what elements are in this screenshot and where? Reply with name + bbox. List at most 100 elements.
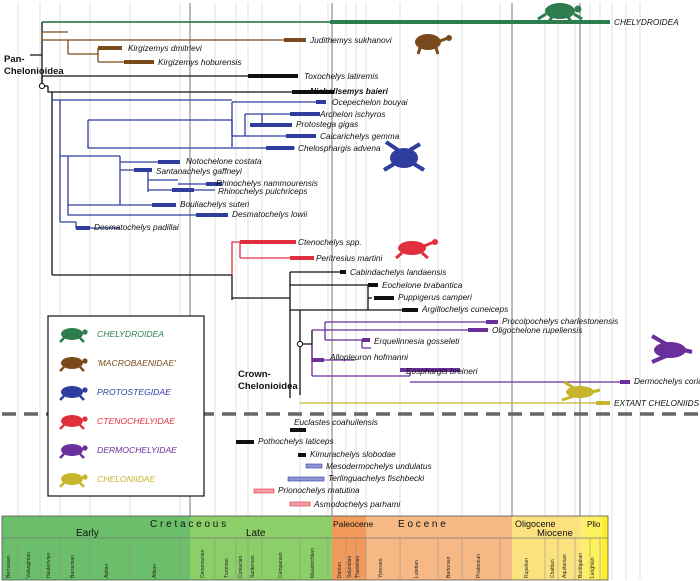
pan-chelonioidea-label-line2: Chelonioidea — [4, 66, 64, 77]
legend: CHELYDROIDEA 'MACROBAENIDAE' PROTOSTEGIDAE… — [47, 315, 205, 497]
taxon-notochelone: Notochelone costata — [186, 156, 262, 166]
taxon-judithemys: Judithemys sukhanovi — [309, 35, 393, 45]
stage-label: Langhian — [590, 557, 596, 578]
taxon-kirgizemys-hoburensis: Kirgizemys hoburensis — [158, 57, 241, 67]
stage-label: Priabonian — [476, 554, 482, 578]
taxon-asmodochelys: Asmodochelys parhami — [313, 499, 401, 509]
taxon-santanachelys: Santanachelys gaffneyi — [156, 166, 243, 176]
taxon-terlinguachelys: Terlinguachelys fischbecki — [328, 473, 425, 483]
taxon-nichollsemys: Nichollsemys baieri — [310, 86, 389, 96]
taxon-chelosphargis: Chelosphargis advena — [298, 143, 381, 153]
sea-turtle-icon — [59, 473, 88, 488]
freshwater-turtle-icon — [59, 357, 88, 372]
taxon-kirgizemys-dmitrievi: Kirgizemys dmitrievi — [128, 43, 203, 53]
taxon-puppigerus: Puppigerus camperi — [398, 292, 473, 302]
leatherback-turtle-silhouette — [651, 334, 693, 364]
legend-label: CHELONIIDAE — [97, 474, 156, 484]
legend-label: CHELYDROIDEA — [97, 329, 164, 339]
ctenochelyid-turtle-silhouette — [395, 239, 438, 260]
taxon-extant-cheloniids: EXTANT CHELONIIDS — [614, 398, 700, 408]
timescale: C r e t a c e o u s Early Late Paleocene… — [1, 515, 609, 581]
ctenochelyid-turtle-icon — [59, 415, 88, 430]
snapping-turtle-icon — [59, 328, 88, 343]
stage-label: Valanginian — [26, 552, 32, 578]
stage-label: Ypresian — [378, 558, 384, 578]
taxon-oligochelone: Oligochelone rupeliensis — [492, 325, 582, 335]
stage-label: Thanetian — [355, 556, 361, 578]
taxon-archelon: Archelon ischyros — [319, 109, 385, 119]
period-miocene: Miocene — [537, 528, 573, 539]
period-pliocene: Plio — [587, 520, 601, 529]
taxon-calcarichelys: Calcarichelys gemma — [320, 131, 400, 141]
period-paleocene: Paleocene — [333, 519, 373, 529]
stage-label: Maastrichtian — [310, 548, 316, 578]
stage-label: Bartonian — [446, 556, 452, 578]
taxon-eochelone: Eochelone brabantica — [382, 280, 463, 290]
period-cretaceous: C r e t a c e o u s — [150, 519, 226, 530]
stage-label: Berriasian — [6, 555, 12, 578]
stage-label: Selandian — [347, 556, 353, 578]
range-bars — [76, 20, 630, 507]
stage-label: Danian — [337, 562, 343, 578]
pan-chelonioidea-label-line1: Pan- — [4, 54, 25, 65]
stage-label: Hauterivian — [46, 552, 52, 578]
taxon-protostega: Protostega gigas — [296, 119, 358, 129]
stage-label: Barremian — [70, 555, 76, 578]
taxon-rhinochelys-pulchriceps: Rhinochelys pulchriceps — [218, 186, 307, 196]
period-eocene: E o c e n e — [398, 519, 446, 530]
taxon-dermochelys: Dermochelys coriacea — [634, 376, 700, 386]
period-late-cretaceous: Late — [246, 528, 266, 539]
stage-label: Rupelian — [524, 558, 530, 578]
taxon-euclastes: Euclastes coahuilensis — [294, 417, 378, 427]
period-early-cretaceous: Early — [76, 528, 99, 539]
stage-label: Cenomanian — [200, 549, 206, 578]
taxon-toxochelys: Toxochelys latiremis — [304, 71, 378, 81]
stage-label: Lutetian — [414, 560, 420, 578]
taxon-ctenochelys: Ctenochelys spp. — [298, 237, 362, 247]
taxon-erquelinnesia: Erquelinnesia gosseleti — [374, 336, 460, 346]
taxon-bouliachelys: Bouliachelys suteri — [180, 199, 250, 209]
period-oligocene: Oligocene — [515, 519, 556, 529]
silhouettes — [382, 3, 693, 402]
taxon-procolpochelys: Procolpochelys charlestonensis — [502, 316, 618, 326]
stage-label: Aptian — [104, 564, 110, 578]
crown-chelonioidea-label-line2: Chelonioidea — [238, 381, 298, 392]
legend-label: CTENOCHELYIDAE — [97, 416, 175, 426]
taxon-peritresius: Peritresius martini — [316, 253, 384, 263]
leatherback-turtle-icon — [59, 444, 88, 459]
sea-turtle-silhouette — [561, 380, 601, 402]
taxon-desmatochelys-lowii: Desmatochelys lowii — [232, 209, 308, 219]
stage-label: Burdigalian — [578, 553, 584, 578]
taxon-eosphargis: Eosphargis breineri — [406, 366, 479, 376]
protostegid-turtle-silhouette — [382, 140, 426, 172]
taxon-prionochelys: Prionochelys matutina — [278, 485, 360, 495]
taxon-ocepechelon: Ocepechelon bouyai — [332, 97, 409, 107]
freshwater-turtle-silhouette — [415, 34, 452, 55]
tree-nodes — [38, 82, 304, 348]
clade-labels: Pan- Chelonioidea Crown- Chelonioidea — [4, 54, 298, 392]
stage-label: Santonian — [250, 555, 256, 578]
taxon-argillochelys: Argillochelys cuneiceps — [421, 304, 508, 314]
legend-label: 'MACROBAENIDAE' — [97, 358, 176, 368]
stage-label: Aquitanian — [562, 554, 568, 578]
taxon-desmatochelys-padillai: Desmatochelys padillai — [94, 222, 180, 232]
protostegid-turtle-icon — [59, 386, 88, 401]
taxon-kimurachelys: Kimurachelys slobodae — [310, 449, 396, 459]
snapping-turtle-silhouette — [537, 3, 583, 24]
stage-gridlines — [17, 3, 641, 580]
crown-chelonioidea-label-line1: Crown- — [238, 369, 271, 380]
legend-label: DERMOCHELYIDAE — [97, 445, 177, 455]
taxon-pothochelys: Pothochelys laticeps — [258, 436, 334, 446]
taxon-cabindachelys: Cabindachelys landaensis — [350, 267, 446, 277]
period-boundaries — [189, 3, 581, 580]
legend-label: PROTOSTEGIDAE — [97, 387, 171, 397]
taxon-labels: CHELYDROIDEA Judithemys sukhanovi Kirgiz… — [94, 17, 700, 509]
stage-label: Coniacian — [238, 556, 244, 578]
taxon-mesodermochelys: Mesodermochelys undulatus — [326, 461, 432, 471]
taxon-chelydroidea: CHELYDROIDEA — [614, 17, 679, 27]
stage-label: Chattian — [550, 559, 556, 578]
taxon-rhinochelys-nammourensis: Rhinochelys nammourensis — [216, 178, 318, 188]
stage-label: Campanian — [278, 552, 284, 578]
stage-label: Turonian — [224, 558, 230, 578]
